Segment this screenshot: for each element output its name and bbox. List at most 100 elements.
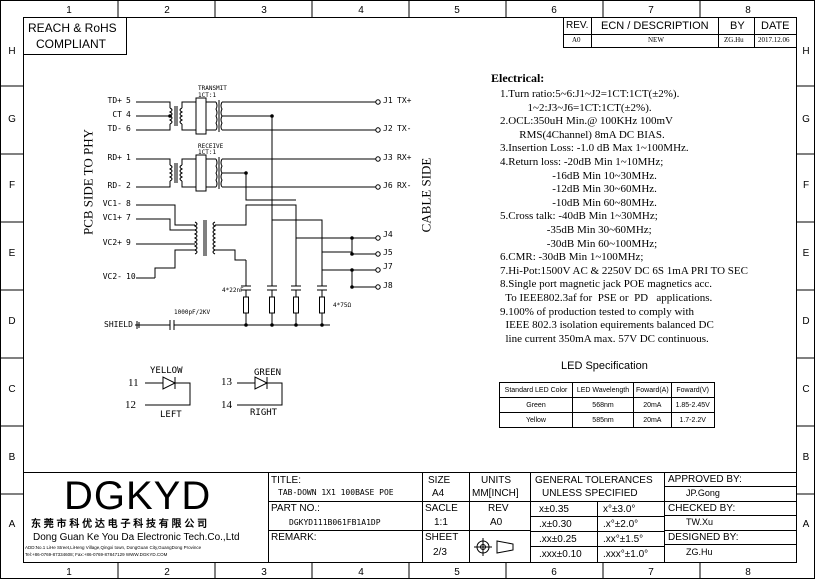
row-label: D: [802, 316, 809, 327]
left-pin-number: 1: [126, 153, 131, 162]
right-pin-signal: TX-: [397, 124, 412, 133]
row-label: F: [803, 180, 809, 191]
led-col-forward-v: Foward(V): [670, 382, 715, 398]
units-label: UNITS: [481, 475, 511, 486]
right-pin-name: J3: [383, 153, 393, 162]
left-pin-name: TD-: [107, 124, 122, 133]
electrical-note-line: -12dB Min 30~60MHz.: [500, 183, 657, 196]
size-value: A4: [432, 488, 445, 499]
col-label: 1: [66, 567, 72, 578]
left-pin-name: VC2+: [102, 238, 122, 247]
left-pin-number: 6: [126, 124, 131, 133]
tolerance-title: GENERAL TOLERANCES: [535, 475, 653, 486]
company-logo: DGKYD: [64, 474, 212, 518]
right-pin-signal: RX-: [397, 181, 412, 190]
led-right-symbol: [237, 376, 283, 406]
right-pin-name: J1: [383, 96, 393, 105]
electrical-note-line: 3.Insertion Loss: -1.0 dB Max 1~100MHz.: [500, 142, 689, 155]
compliance-line2: COMPLIANT: [36, 37, 107, 51]
receive-label: RECEIVE: [198, 143, 224, 150]
revision-table: [563, 17, 797, 48]
checked-label: CHECKED BY:: [668, 503, 736, 514]
by-value: ZG.Hu: [724, 36, 744, 44]
led-cell: 1.85-2.45V: [670, 397, 715, 413]
tolerance-linear: .x±0.30: [539, 519, 572, 530]
electrical-note-line: -16dB Min 10~30MHz.: [500, 169, 657, 182]
left-pin-name: RD-: [107, 181, 122, 190]
right-pin-signal: TX+: [397, 96, 412, 105]
company-contact: Tel:+86-0769-87334608; Fax:+86-0769-8784…: [25, 552, 168, 557]
led-left-pin-anode: 11: [128, 377, 139, 389]
led-right-pin-cathode: 14: [221, 399, 232, 411]
pin-terminal: [375, 156, 381, 162]
left-pin-name: RD+: [107, 153, 122, 162]
led-cell: 20mA: [633, 412, 672, 428]
left-pin-name: VC1-: [102, 199, 122, 208]
electrical-title: Electrical:: [491, 71, 545, 85]
left-pin-name: CT: [112, 110, 122, 119]
tolerance-angular: .xx°±1.5°: [603, 534, 644, 545]
company-name-cn: 东 莞 市 科 优 达 电 子 科 技 有 限 公 司: [31, 519, 208, 530]
rev-value-tb: A0: [490, 517, 503, 528]
schematic: [135, 97, 378, 406]
ecn-header: ECN / DESCRIPTION: [601, 20, 709, 32]
date-value: 2017.12.06: [758, 36, 790, 44]
row-label: G: [8, 114, 16, 125]
size-label: SIZE: [428, 475, 451, 486]
electrical-note-line: 6.CMR: -30dB Min 1~100MHz;: [500, 251, 644, 264]
pin-terminal: [375, 184, 381, 190]
led-cell: 1.7-2.2V: [670, 412, 715, 428]
left-pin-number: 4: [126, 110, 131, 119]
table-row: Yellow 585nm 20mA 1.7-2.2V: [499, 412, 715, 428]
title-block-lines: [23, 472, 797, 563]
led-cell: 20mA: [633, 397, 672, 413]
part-value: DGKYD111B061FB1A1DP: [289, 518, 381, 527]
title-value: TAB-DOWN 1X1 100BASE POE: [278, 488, 394, 497]
row-label: E: [9, 248, 16, 259]
row-label: C: [8, 384, 15, 395]
electrical-note-line: 8.Single port magnetic jack POE magnetic…: [500, 278, 712, 291]
led-spec-table: Standard LED Color LED Wavelength Foward…: [499, 382, 715, 428]
part-label: PART NO.:: [271, 503, 320, 514]
electrical-note-line: 1~2:J3~J6=1CT:1CT(±2%).: [500, 101, 652, 114]
electrical-note-line: IEEE 802.3 isolation equirements balance…: [500, 319, 714, 332]
row-label: C: [802, 384, 809, 395]
company-name-en: Dong Guan Ke You Da Electronic Tech.Co.,…: [33, 532, 240, 543]
remark-label: REMARK:: [271, 532, 317, 543]
col-label: 7: [648, 567, 654, 578]
junction-dot: [244, 323, 248, 327]
led-col-forward-a: Foward(A): [633, 382, 672, 398]
electrical-note-line: To IEEE802.3af for PSE or PD application…: [500, 291, 713, 304]
col-label: 5: [454, 5, 460, 16]
rev-header: REV.: [566, 20, 589, 31]
pcb-side-label: PCB SIDE TO PHY: [80, 128, 96, 236]
electrical-note-line: -10dB Min 60~80MHz.: [500, 196, 657, 209]
cap-label: 4*22nF: [222, 287, 244, 294]
led-cell: Yellow: [499, 412, 573, 428]
electrical-note-line: 4.Return loss: -20dB Min 1~10MHz;: [500, 155, 664, 168]
transmit-ratio: 1CT:1: [198, 92, 217, 99]
left-pin-name: VC1+: [102, 213, 122, 222]
electrical-notes: 1.Turn ratio:5~6:J1~J2=1CT:1CT(±2%). 1~2…: [500, 88, 748, 346]
right-pin-name: J4: [383, 230, 393, 239]
scale-label: SACLE: [425, 503, 458, 514]
designed-label: DESIGNED BY:: [668, 532, 739, 543]
junction-dot: [350, 285, 354, 289]
row-label: G: [802, 114, 810, 125]
led-left-color: YELLOW: [150, 366, 183, 376]
title-label: TITLE:: [271, 475, 302, 486]
left-pin-name: VC2-: [102, 272, 122, 281]
led-right-color: GREEN: [254, 368, 282, 378]
ecn-value: NEW: [648, 36, 664, 44]
col-label: 1: [66, 5, 72, 16]
right-pin-name: J7: [383, 262, 393, 271]
electrical-note-line: 5.Cross talk: -40dB Min 1~30MHz;: [500, 210, 658, 223]
row-label: H: [8, 46, 15, 57]
col-label: 2: [164, 567, 170, 578]
tolerance-angular: .xxx°±1.0°: [603, 549, 649, 560]
led-cell: 585nm: [572, 412, 634, 428]
led-cell: 568nm: [572, 397, 634, 413]
col-label: 4: [358, 567, 364, 578]
